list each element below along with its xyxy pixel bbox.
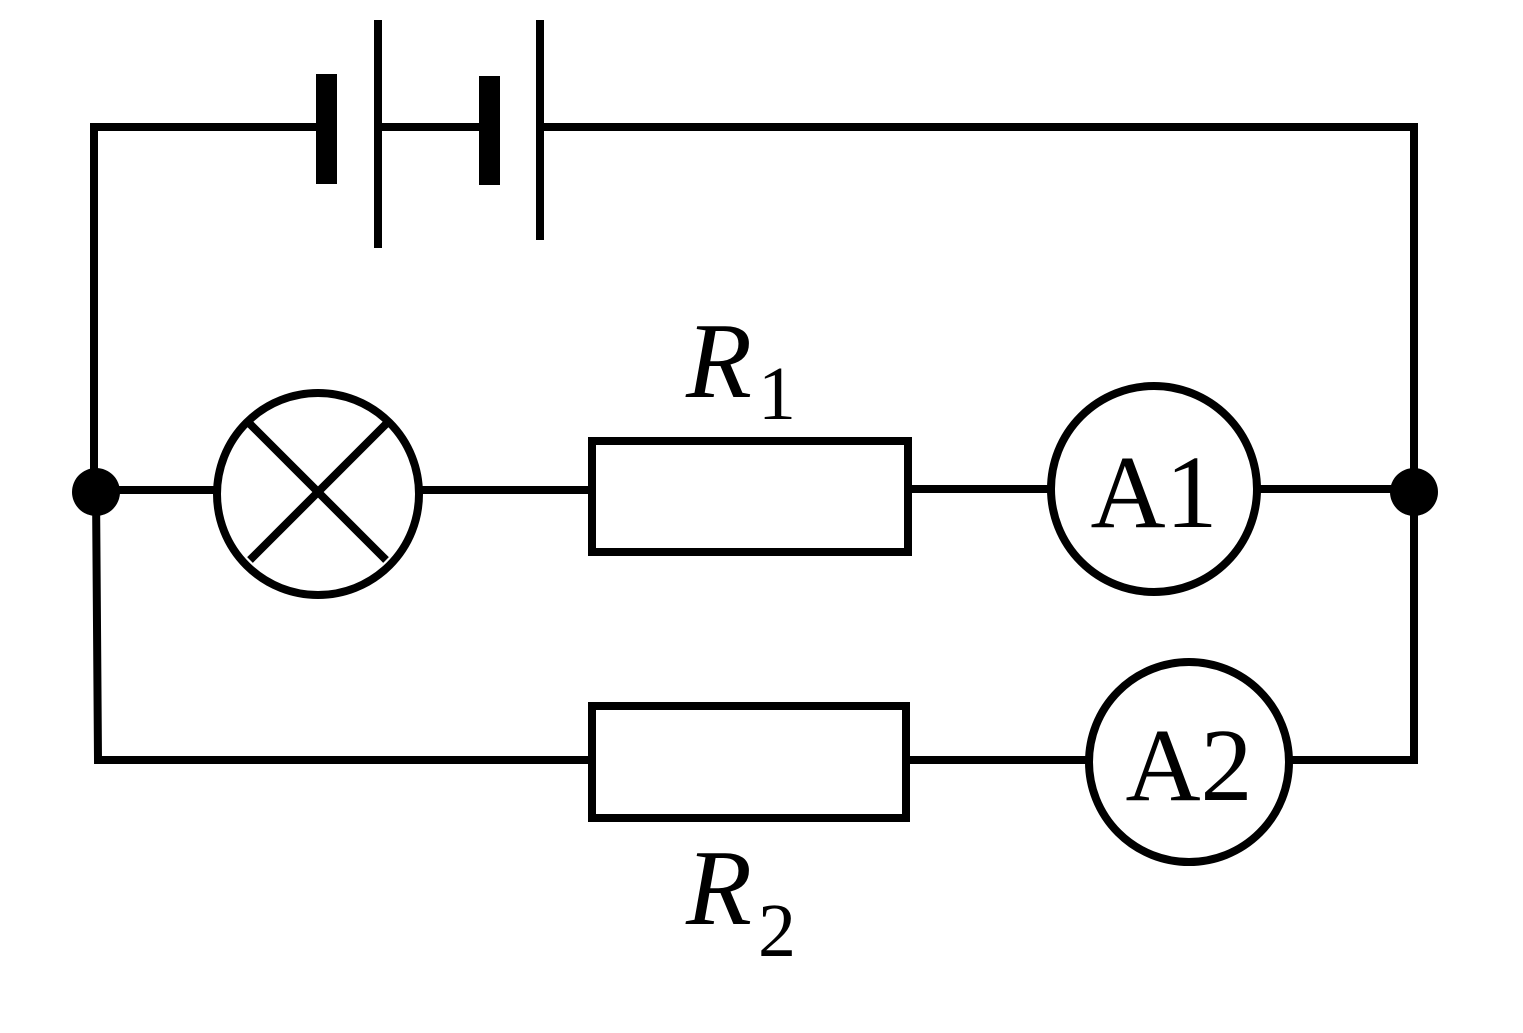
resistor-r2 xyxy=(588,702,910,822)
wire-right-lower xyxy=(1286,486,1418,764)
lamp xyxy=(213,389,423,599)
lamp-cross-line-2 xyxy=(247,421,389,563)
junction-node-right xyxy=(1390,468,1438,516)
r2-label-main: R xyxy=(685,829,752,948)
wire-left-lower xyxy=(91,485,594,764)
battery xyxy=(316,20,544,248)
ammeter-a1: A1 xyxy=(1047,382,1261,596)
ammeter-a2-label: A2 xyxy=(1125,708,1252,823)
ammeter-a2-circle xyxy=(1085,658,1293,866)
wire-top-right xyxy=(536,123,1418,494)
r1-label-subscript: 1 xyxy=(758,352,796,436)
battery-cell1-negative-plate xyxy=(316,74,337,184)
wire-top-left xyxy=(90,123,326,494)
battery-cell2-negative-plate xyxy=(479,76,500,185)
ammeter-a1-label: A1 xyxy=(1090,435,1217,550)
r1-label: R1 xyxy=(685,302,796,436)
junction-node-left xyxy=(72,468,120,516)
r2-label-subscript: 2 xyxy=(758,889,796,973)
ammeter-a2: A2 xyxy=(1085,658,1293,866)
r2-label: R2 xyxy=(685,829,796,973)
resistor-r1 xyxy=(588,437,912,556)
ammeter-a1-circle xyxy=(1047,382,1261,596)
r1-label-main: R xyxy=(685,302,752,421)
